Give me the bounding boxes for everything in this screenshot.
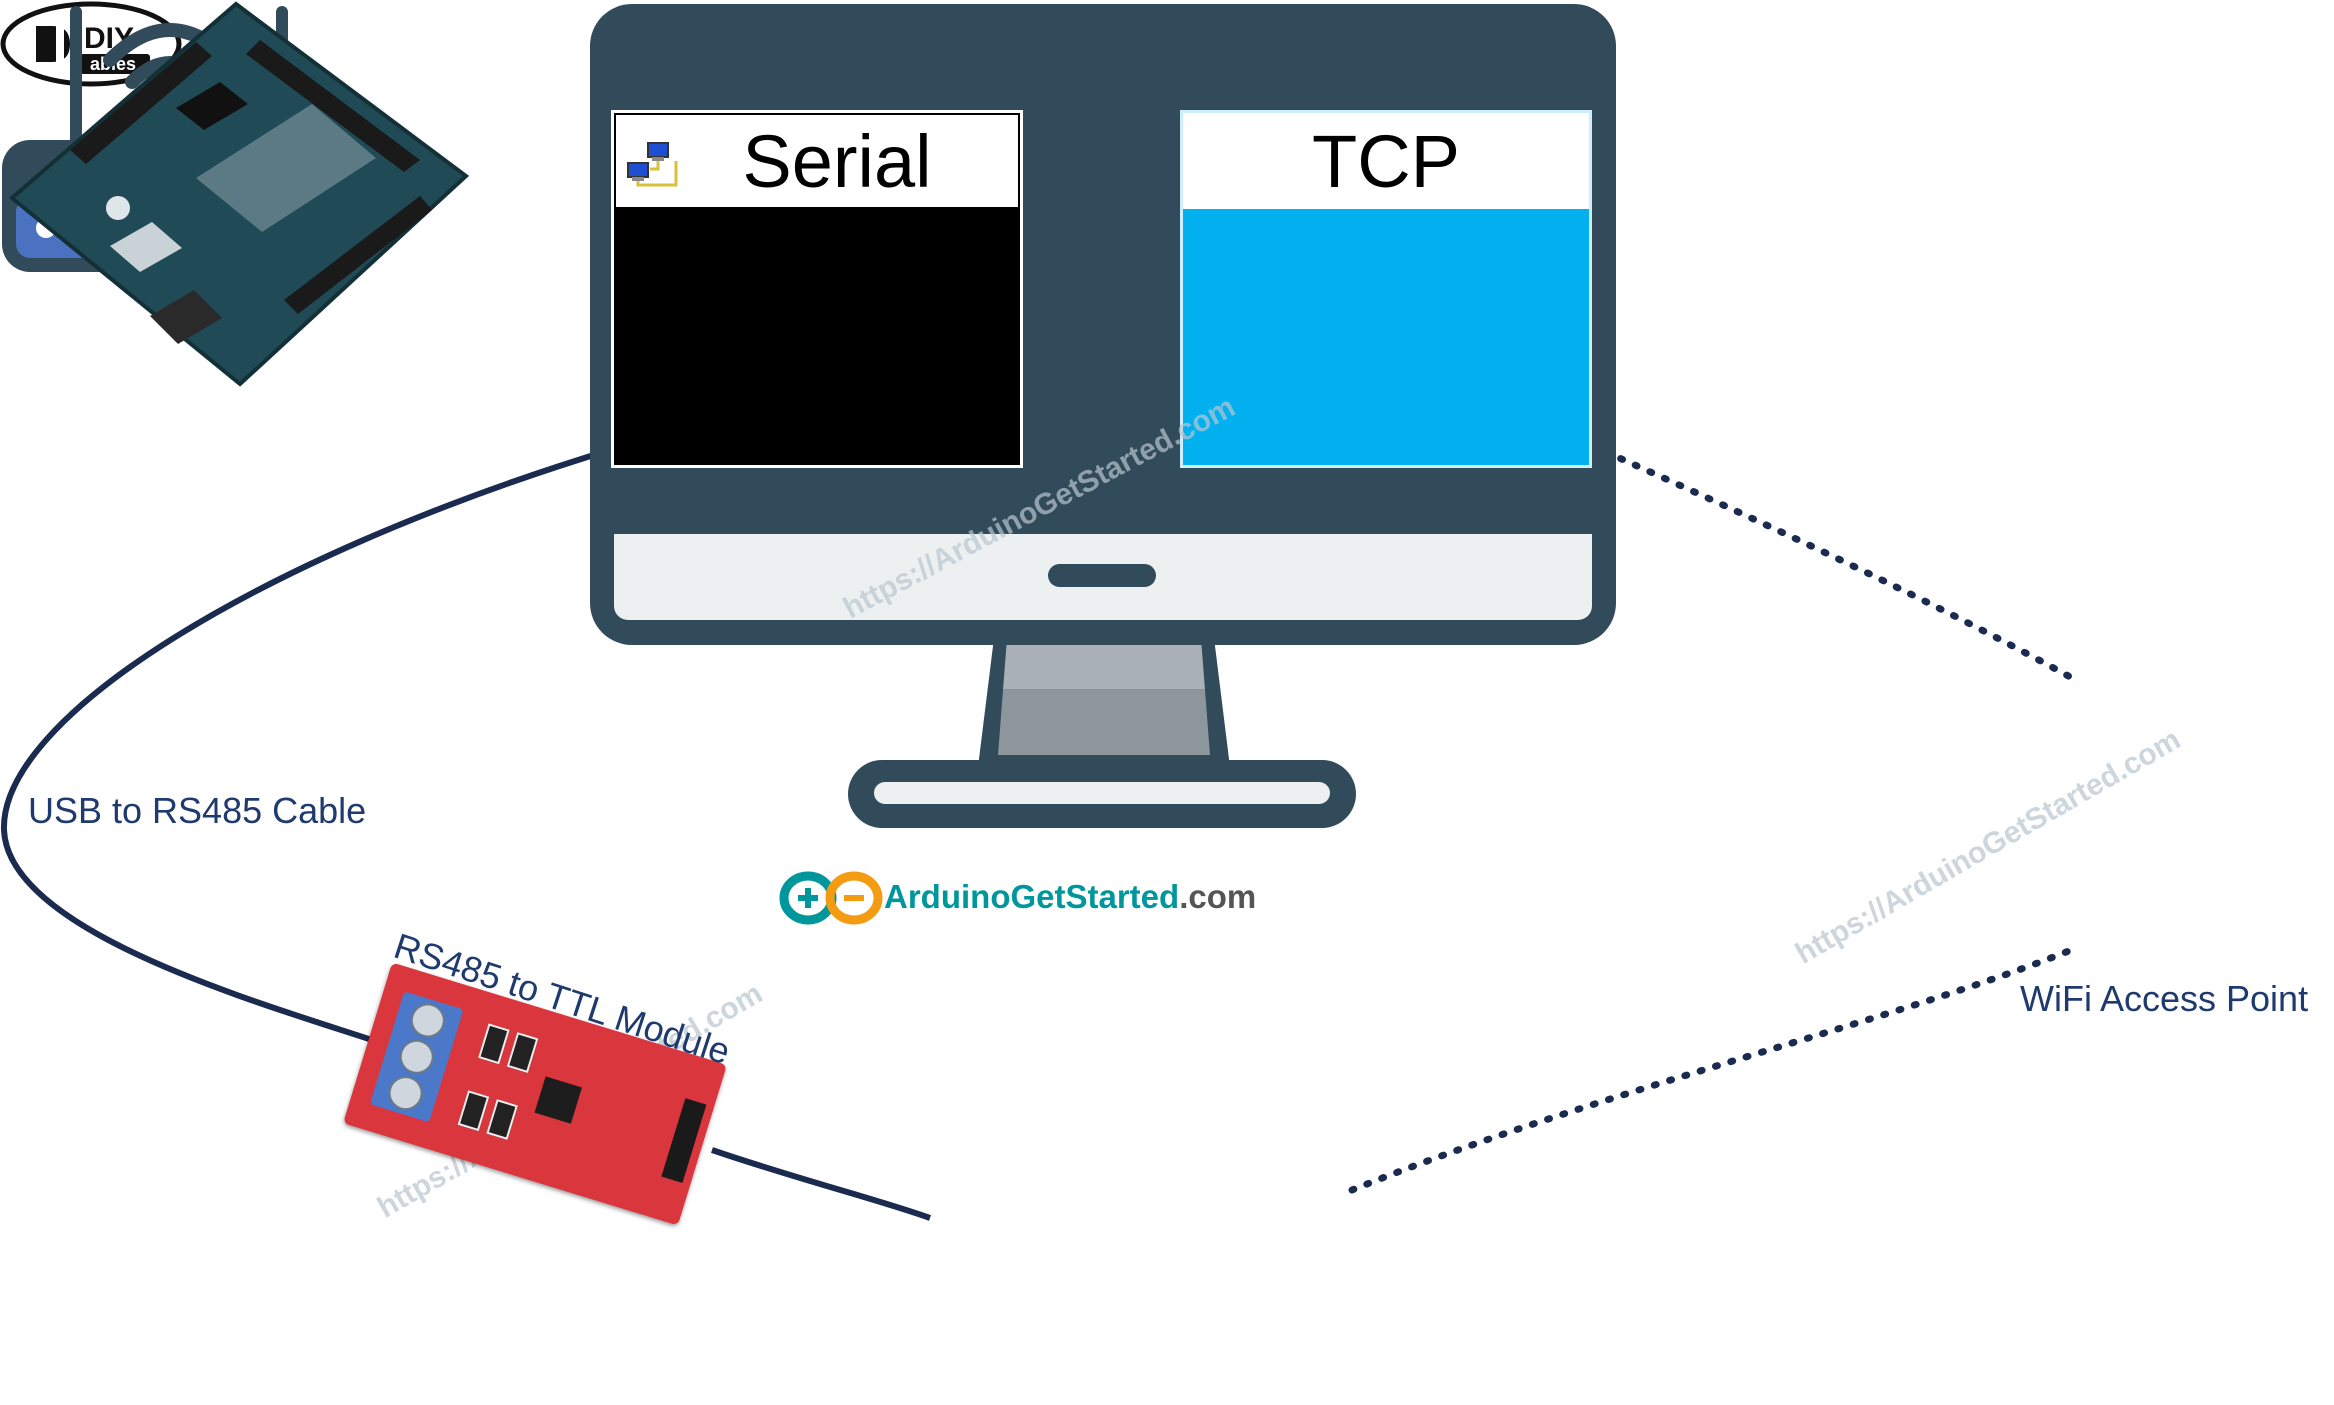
arduino-infinity-icon — [779, 871, 883, 925]
serial-window-title: Serial — [742, 119, 932, 203]
access-point-label: WiFi Access Point — [2020, 978, 2309, 1019]
tcp-window-titlebar: TCP — [1183, 113, 1589, 209]
arduino-uno-r4-wifi-board — [8, 1, 470, 387]
screw-icon — [406, 999, 450, 1042]
monitor-stand-neck-inner — [998, 645, 1210, 755]
tcp-wifi-link — [1602, 448, 2076, 682]
serial-window[interactable]: Serial — [611, 110, 1023, 468]
tcp-window-title: TCP — [1312, 119, 1460, 203]
serial-port-icon — [627, 142, 678, 187]
arduino-wifi-link — [1348, 944, 2080, 1194]
cable-label: USB to RS485 Cable — [28, 790, 367, 831]
monitor-power-button — [1048, 564, 1156, 587]
screw-icon — [395, 1035, 438, 1079]
arduinogetstarted-logo: ArduinoGetStarted.com — [778, 862, 1256, 932]
monitor-stand-base-inner — [874, 782, 1330, 804]
serial-window-titlebar: Serial — [614, 113, 1020, 209]
arduino-logo-name: ArduinoGetStarted — [884, 878, 1180, 915]
tcp-window[interactable]: TCP — [1180, 110, 1592, 468]
diyables-logo-icon: DIY ables — [0, 1, 182, 87]
usb-rs485-cable — [0, 447, 611, 1043]
ttl-to-arduino-cable — [711, 1147, 932, 1221]
arduino-logo-suffix: .com — [1179, 878, 1257, 915]
screw-icon — [384, 1071, 427, 1115]
arduino-logo-text: ArduinoGetStarted.com — [884, 878, 1256, 916]
